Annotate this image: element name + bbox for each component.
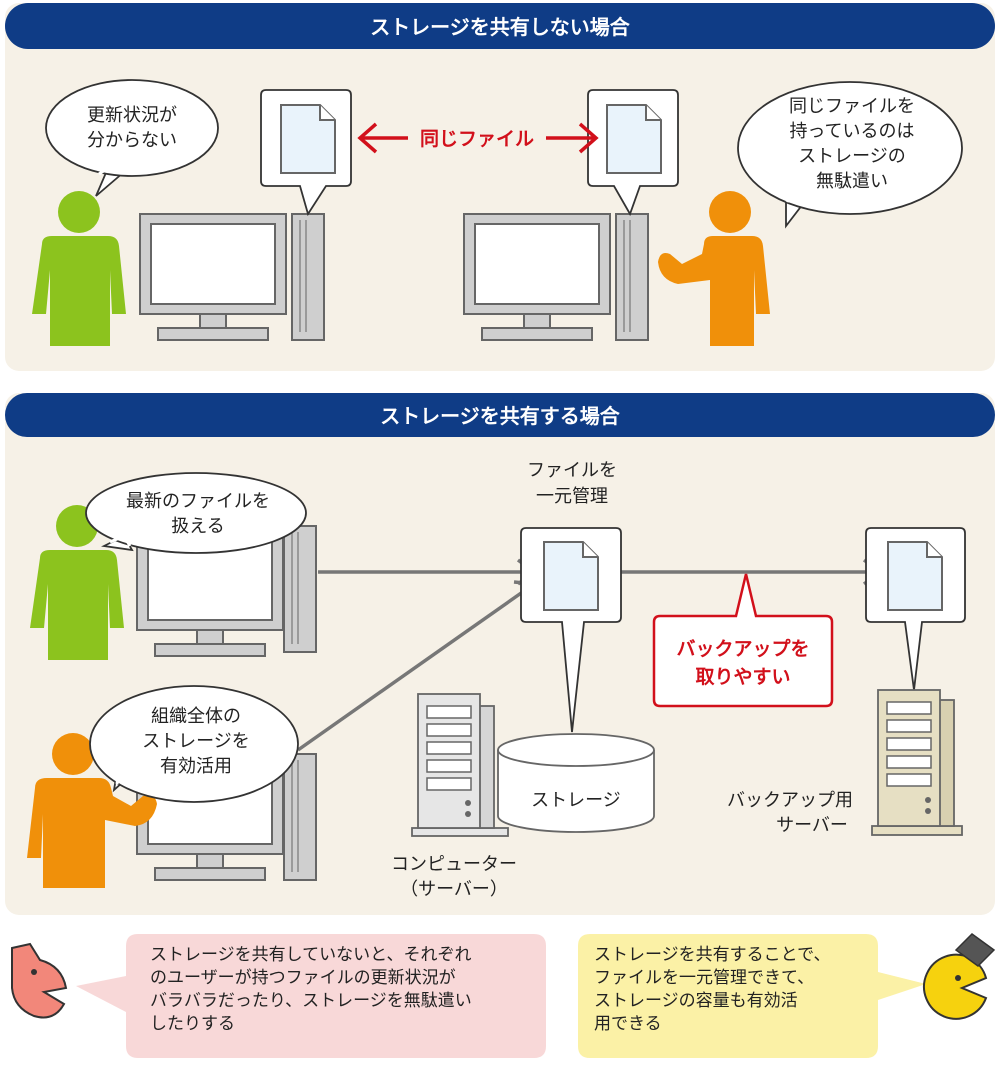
speech-bubble-right: 同じファイルを 持っているのは ストレージの 無駄遣い: [737, 81, 963, 229]
speech-bubble-user2: 組織全体の ストレージを 有効活用: [89, 685, 299, 803]
bubble-line: 更新状況が: [87, 105, 177, 126]
bubble-line: 有効活用: [160, 756, 232, 777]
server-label: コンピューター: [391, 854, 517, 875]
file-icon: [280, 104, 336, 174]
server-label: （サーバー）: [400, 879, 508, 900]
bubble-line: 扱える: [171, 516, 224, 537]
note-right-line: ストレージの容量も有効活: [594, 991, 798, 1011]
note-bubble-right: [578, 934, 926, 1058]
same-file-arrow: [357, 122, 599, 154]
central-file-label: 一元管理: [536, 486, 608, 507]
pc-tower-icon: [283, 753, 317, 881]
bubble-line: ストレージの: [798, 146, 906, 167]
yellow-graduate-mascot-icon: [923, 933, 996, 1020]
bubble-line: 最新のファイルを: [126, 491, 270, 512]
pc-tower-icon: [291, 213, 325, 341]
note-left-line: ストレージを共有していないと、それぞれ: [150, 945, 472, 965]
note-bubble-left: [76, 934, 546, 1058]
top-section-title: ストレージを共有しない場合: [370, 15, 631, 39]
note-left: ストレージを共有していないと、それぞれ のユーザーが持つファイルの更新状況が バ…: [150, 944, 472, 1036]
note-left-line: のユーザーが持つファイルの更新状況が: [150, 968, 456, 988]
file-icon: [543, 541, 599, 611]
speech-bubble-user1: 最新のファイルを 扱える: [85, 472, 307, 554]
same-file-label: 同じファイル: [420, 128, 534, 150]
file-icon: [887, 541, 943, 611]
backup-callout-line: 取りやすい: [695, 666, 790, 688]
bubble-line: ストレージを: [142, 731, 250, 752]
bubble-line: 同じファイルを: [789, 96, 915, 117]
file-icon: [606, 104, 662, 174]
bubble-line: 組織全体の: [151, 706, 241, 727]
note-right-line: ファイルを一元管理できて、: [594, 968, 815, 988]
server-icon: [411, 693, 509, 837]
note-left-line: バラバラだったり、ストレージを無駄遣い: [150, 991, 472, 1011]
storage-label: ストレージ: [531, 790, 621, 811]
note-right-line: ストレージを共有することで、: [594, 945, 831, 965]
note-right: ストレージを共有することで、 ファイルを一元管理できて、 ストレージの容量も有効…: [594, 944, 830, 1036]
backup-server-icon: [871, 689, 963, 836]
backup-callout-line: バックアップを: [676, 637, 809, 660]
pc-tower-icon: [283, 525, 317, 653]
pink-mascot-icon: [11, 942, 68, 1019]
note-left-line: したりする: [150, 1014, 235, 1034]
bottom-header: [5, 393, 995, 437]
bubble-line: 持っているのは: [789, 121, 914, 142]
backup-server-label: サーバー: [776, 815, 848, 836]
backup-callout: [652, 573, 834, 708]
bubble-line: 無駄遣い: [816, 171, 888, 192]
top-header: [5, 3, 995, 49]
storage-cylinder-icon: [497, 733, 655, 833]
note-right-line: 用できる: [594, 1014, 662, 1034]
bubble-line: 分からない: [87, 130, 177, 151]
central-file-label: ファイルを: [527, 460, 617, 481]
speech-bubble-left: 更新状況が 分からない: [45, 79, 219, 197]
bottom-section-title: ストレージを共有する場合: [380, 404, 621, 428]
backup-server-label: バックアップ用: [727, 790, 853, 811]
pc-tower-icon: [615, 213, 649, 341]
